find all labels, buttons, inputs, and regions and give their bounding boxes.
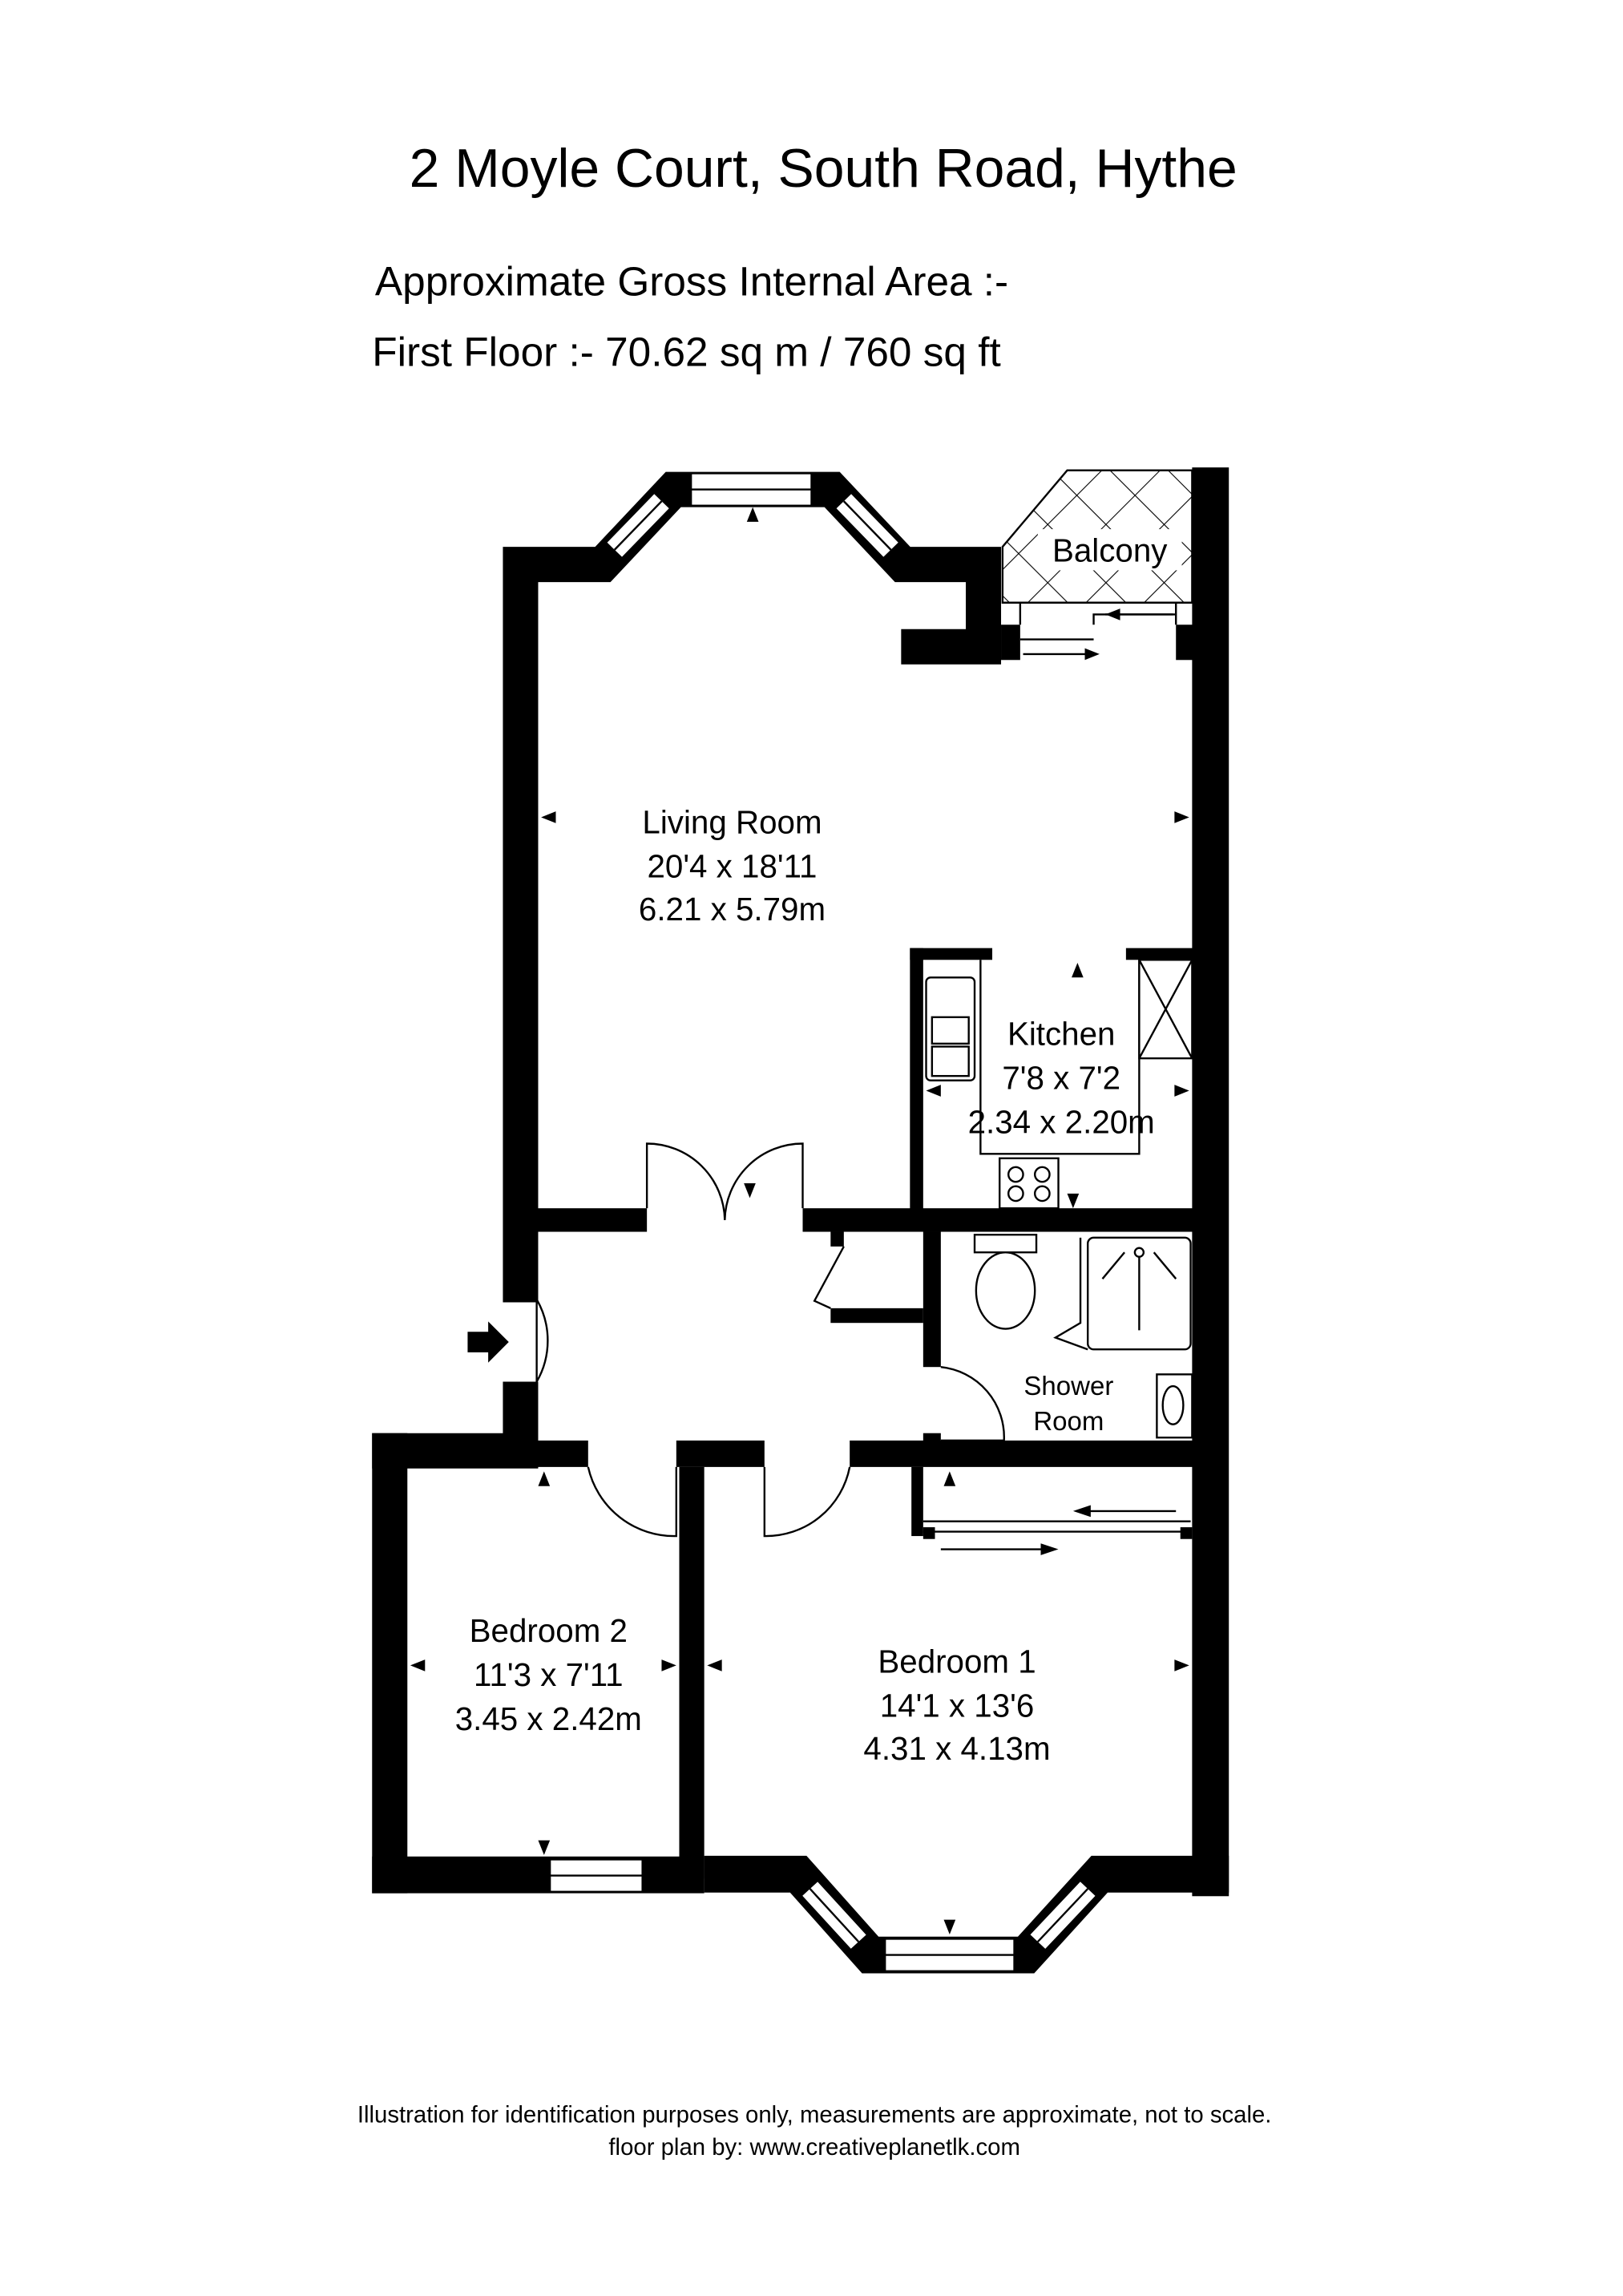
shower-name-2: Room (1033, 1406, 1104, 1436)
credit: floor plan by: www.creativeplanetlk.com (608, 2134, 1019, 2161)
room-bedroom2: Bedroom 2 11'3 x 7'11 3.45 x 2.42m (455, 1612, 642, 1737)
hob (999, 1157, 1060, 1210)
living-imperial: 20'4 x 18'11 (647, 848, 817, 885)
shower-name-1: Shower (1023, 1371, 1113, 1401)
living-metric: 6.21 x 5.79m (639, 891, 826, 928)
room-living: Living Room 20'4 x 18'11 6.21 x 5.79m (639, 804, 826, 928)
kitchen-name: Kitchen (1007, 1016, 1116, 1053)
measurement-arrows (410, 507, 1189, 1934)
kitchen-imperial: 7'8 x 7'2 (1002, 1060, 1120, 1097)
room-shower: Shower Room (1023, 1371, 1113, 1436)
bedroom1-name: Bedroom 1 (878, 1643, 1036, 1680)
disclaimer: Illustration for identification purposes… (357, 2102, 1272, 2128)
bedroom1-imperial: 14'1 x 13'6 (880, 1688, 1035, 1724)
entrance-arrow-icon (467, 1321, 509, 1363)
room-kitchen: Kitchen 7'8 x 7'2 2.34 x 2.20m (968, 1016, 1155, 1141)
doors (535, 1142, 1191, 1555)
page-title: 2 Moyle Court, South Road, Hythe (410, 139, 1237, 199)
room-bedroom1: Bedroom 1 14'1 x 13'6 4.31 x 4.13m (863, 1643, 1050, 1767)
bedroom1-metric: 4.31 x 4.13m (863, 1730, 1050, 1767)
bedroom2-name: Bedroom 2 (470, 1612, 628, 1649)
walls (372, 467, 1229, 1974)
bedroom2-imperial: 11'3 x 7'11 (474, 1656, 624, 1693)
fixtures (925, 959, 1193, 1439)
bedroom2-metric: 3.45 x 2.42m (455, 1700, 642, 1737)
area-label: Approximate Gross Internal Area :- (375, 259, 1008, 305)
area-value: First Floor :- 70.62 sq m / 760 sq ft (372, 329, 1000, 375)
balcony-label: Balcony (1052, 532, 1168, 568)
living-name: Living Room (642, 804, 822, 841)
toilet (973, 1233, 1038, 1254)
windows (548, 472, 1096, 1972)
balcony: Balcony (1001, 469, 1193, 661)
kitchen-metric: 2.34 x 2.20m (968, 1104, 1155, 1141)
